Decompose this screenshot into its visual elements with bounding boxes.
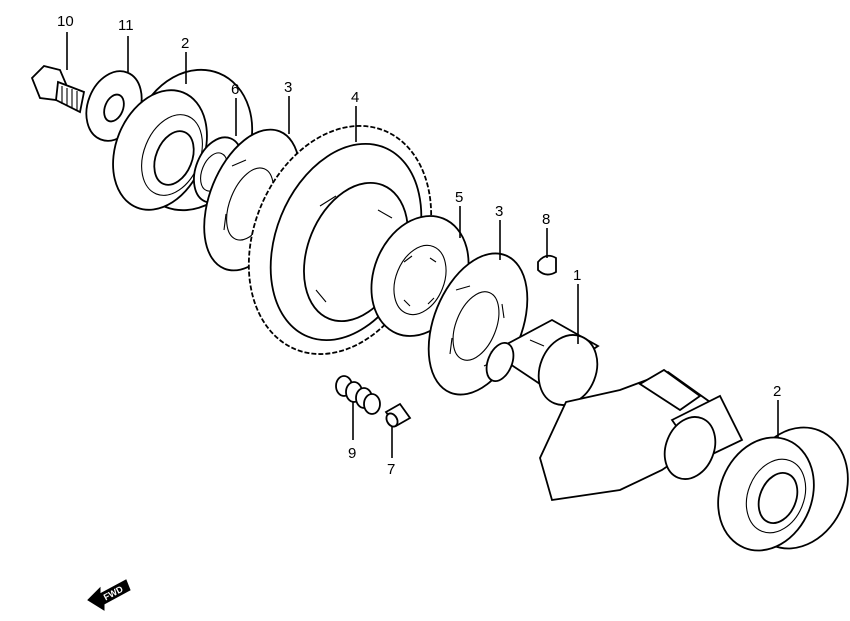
callout-3-lower: 3 bbox=[495, 203, 503, 220]
callout-10: 10 bbox=[57, 13, 74, 30]
part-2-bearing-lower bbox=[717, 426, 849, 552]
leader-lines bbox=[66, 32, 779, 458]
callout-9: 9 bbox=[348, 445, 356, 462]
part-10-bolt bbox=[30, 65, 86, 114]
callout-2-upper: 2 bbox=[181, 35, 189, 52]
callout-2-lower: 2 bbox=[773, 383, 781, 400]
callout-4: 4 bbox=[351, 89, 359, 106]
part-1-balancer-shaft bbox=[485, 318, 744, 502]
callout-7: 7 bbox=[387, 461, 395, 478]
callout-3-upper: 3 bbox=[284, 79, 292, 96]
part-9-spring bbox=[335, 375, 381, 415]
part-7-pin bbox=[384, 402, 412, 428]
callout-1: 1 bbox=[573, 267, 581, 284]
part-8-key bbox=[537, 254, 557, 276]
callout-labels: 10 11 2 6 3 4 5 3 8 1 2 9 7 bbox=[57, 13, 781, 478]
callout-6: 6 bbox=[231, 81, 239, 98]
callout-8: 8 bbox=[542, 211, 550, 228]
fwd-arrow-icon: FWD bbox=[87, 579, 131, 611]
callout-5: 5 bbox=[455, 189, 463, 206]
callout-11: 11 bbox=[118, 17, 134, 34]
